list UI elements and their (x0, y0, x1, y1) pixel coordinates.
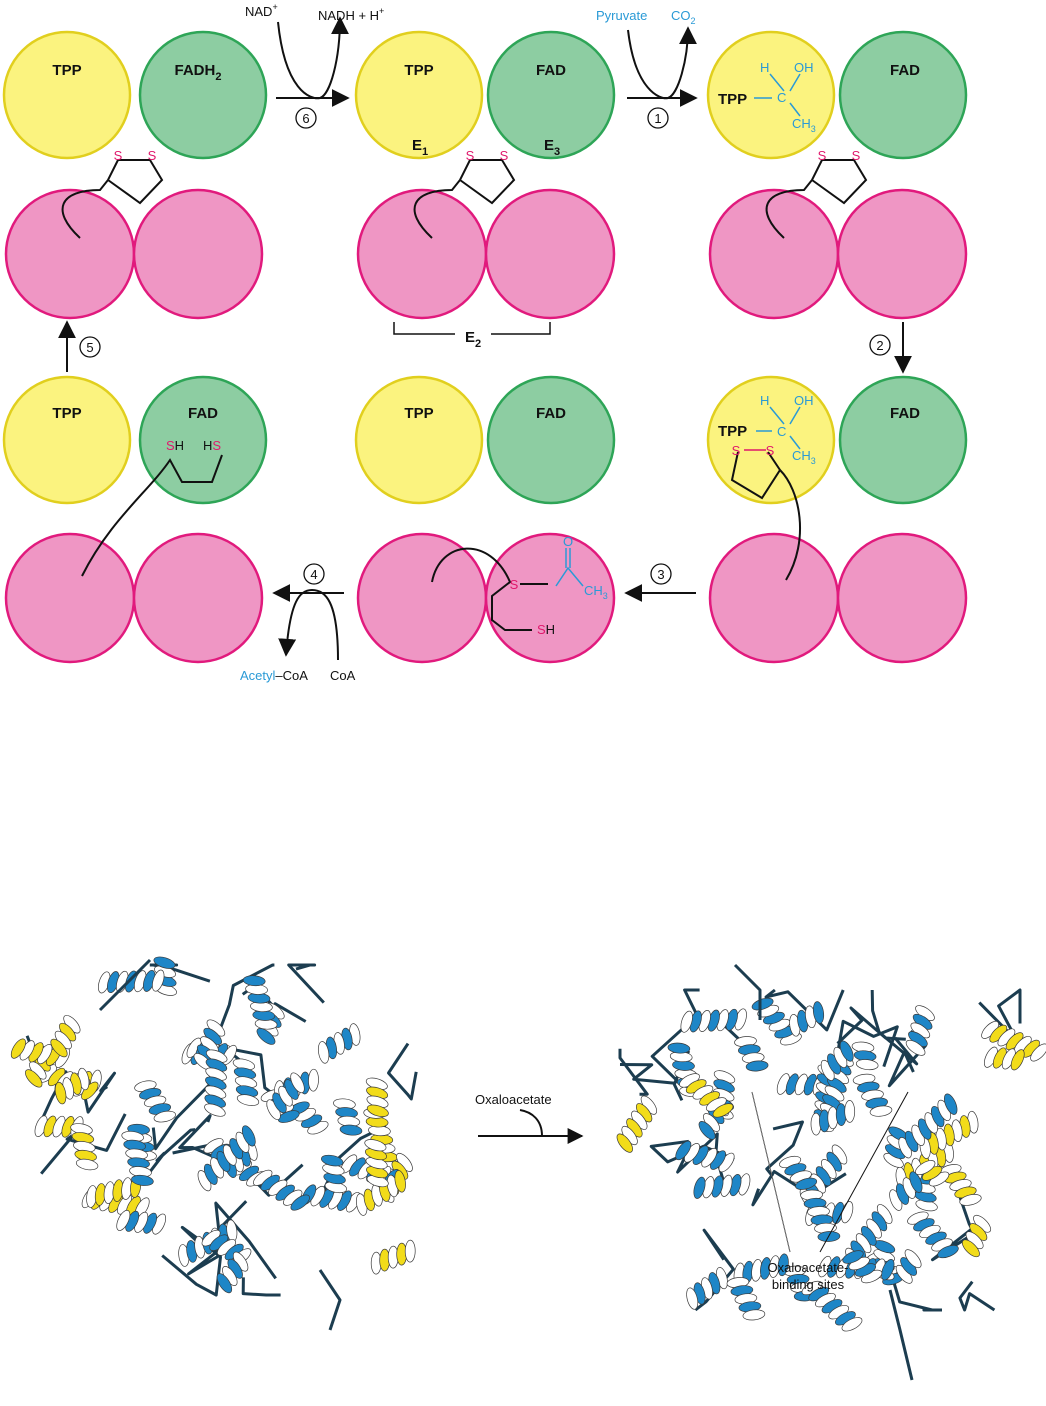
e2-circle-left (710, 534, 838, 662)
step-3: 3 (626, 564, 696, 593)
nad-label: NAD+ (245, 2, 278, 19)
h-label: H (760, 60, 769, 75)
sulfur-right: S (766, 443, 775, 458)
sulfur-right: S (500, 148, 509, 163)
coil-segment (960, 1282, 995, 1310)
fad-label: FAD (536, 405, 566, 422)
open-form-structure (8, 955, 416, 1330)
helix-segment (405, 1240, 415, 1262)
citrate-synthase-structures: Oxaloacetate Oxaloacetate- binding sites (0, 950, 1046, 1406)
e2-circle-right (134, 534, 262, 662)
fad-label: FAD (890, 405, 920, 422)
sulfur-left: S (466, 148, 475, 163)
binding-sites-label-line2: binding sites (772, 1277, 845, 1292)
closed-form-structure (614, 965, 1046, 1380)
e3-fad-circle (488, 377, 614, 503)
e2-circle-left (6, 534, 134, 662)
sulfur-left: S (732, 443, 741, 458)
step-2: 2 (870, 322, 903, 372)
e2-circle-left (710, 190, 838, 318)
coil-segment (838, 1008, 906, 1044)
fad-label: FAD (890, 62, 920, 79)
state-b: TPP FAD E1 E3 S S E2 (356, 32, 614, 350)
tpp-label: TPP (404, 62, 433, 79)
nadh-label: NADH + H+ (318, 6, 384, 23)
e2-circle-right (838, 190, 966, 318)
e2-circle-right (838, 534, 966, 662)
helix-segment (856, 1058, 879, 1070)
state-d: FAD TPP H OH C CH3 S S (708, 377, 966, 662)
e2-circle-right (134, 190, 262, 318)
e2-circle-left (6, 190, 134, 318)
reaction-scheme: TPP FADH2 S S TPP FAD E1 E3 S S E2 FAD T… (0, 0, 1046, 700)
e1-tpp-circle (356, 377, 482, 503)
e2-circle-right (486, 190, 614, 318)
state-f: TPP FAD SH HS (4, 377, 266, 662)
step-5-number: 5 (86, 340, 93, 355)
coil-segment (320, 1270, 340, 1330)
oh-label: OH (794, 60, 814, 75)
sh-label: SH (537, 622, 555, 637)
step-3-number: 3 (657, 567, 664, 582)
fad-label: FAD (188, 405, 218, 422)
helix-segment (308, 1069, 319, 1091)
sh-label: SH (166, 438, 184, 453)
state-c: FAD TPP H OH C CH3 S S (708, 32, 966, 318)
thioester-sulfur: S (510, 577, 519, 592)
e2-circle-left (358, 534, 486, 662)
acetyl-coa-label: Acetyl–CoA (240, 668, 308, 683)
step-5: 5 (67, 322, 100, 372)
binding-sites-label-line1: Oxaloacetate- (768, 1260, 849, 1275)
step-4-number: 4 (310, 567, 317, 582)
e3-fad-circle (840, 377, 966, 503)
helix-segment (243, 975, 266, 987)
helix-segment (667, 1042, 690, 1054)
sulfur-left: S (114, 148, 123, 163)
tpp-label: TPP (718, 91, 747, 108)
sulfur-left: S (818, 148, 827, 163)
coil-segment (894, 1282, 942, 1310)
e3-fad-circle (840, 32, 966, 158)
c-label: C (777, 424, 786, 439)
tpp-label: TPP (718, 423, 747, 440)
e2-circle-right (486, 534, 614, 662)
step-2-number: 2 (876, 338, 883, 353)
tpp-label: TPP (52, 62, 81, 79)
o-label: O (563, 534, 573, 549)
e3-fad-circle (140, 32, 266, 158)
e1-tpp-circle (4, 32, 130, 158)
coa-label: CoA (330, 668, 356, 683)
step-6-number: 6 (302, 111, 309, 126)
helix-segment (845, 1100, 855, 1122)
oh-label: OH (794, 393, 814, 408)
hs-label: HS (203, 438, 221, 453)
sulfur-right: S (148, 148, 157, 163)
coil-segment (243, 1277, 280, 1295)
oxaloacetate-arrow: Oxaloacetate (475, 1092, 582, 1136)
step-1-number: 1 (654, 111, 661, 126)
pyruvate-label: Pyruvate (596, 8, 647, 23)
e2-circle-left (358, 190, 486, 318)
e1-tpp-circle (4, 377, 130, 503)
co2-label: CO2 (671, 8, 696, 26)
tpp-label: TPP (52, 405, 81, 422)
h-label: H (760, 393, 769, 408)
sulfur-right: S (852, 148, 861, 163)
c-label: C (777, 90, 786, 105)
tpp-label: TPP (404, 405, 433, 422)
oxaloacetate-label: Oxaloacetate (475, 1092, 552, 1107)
helix-segment (340, 1124, 363, 1136)
state-e: TPP FAD S O CH3 SH (356, 377, 614, 662)
state-a: TPP FADH2 S S (4, 32, 266, 318)
fad-label: FAD (536, 62, 566, 79)
coil-segment (289, 965, 324, 1003)
coil-segment (389, 1044, 417, 1099)
